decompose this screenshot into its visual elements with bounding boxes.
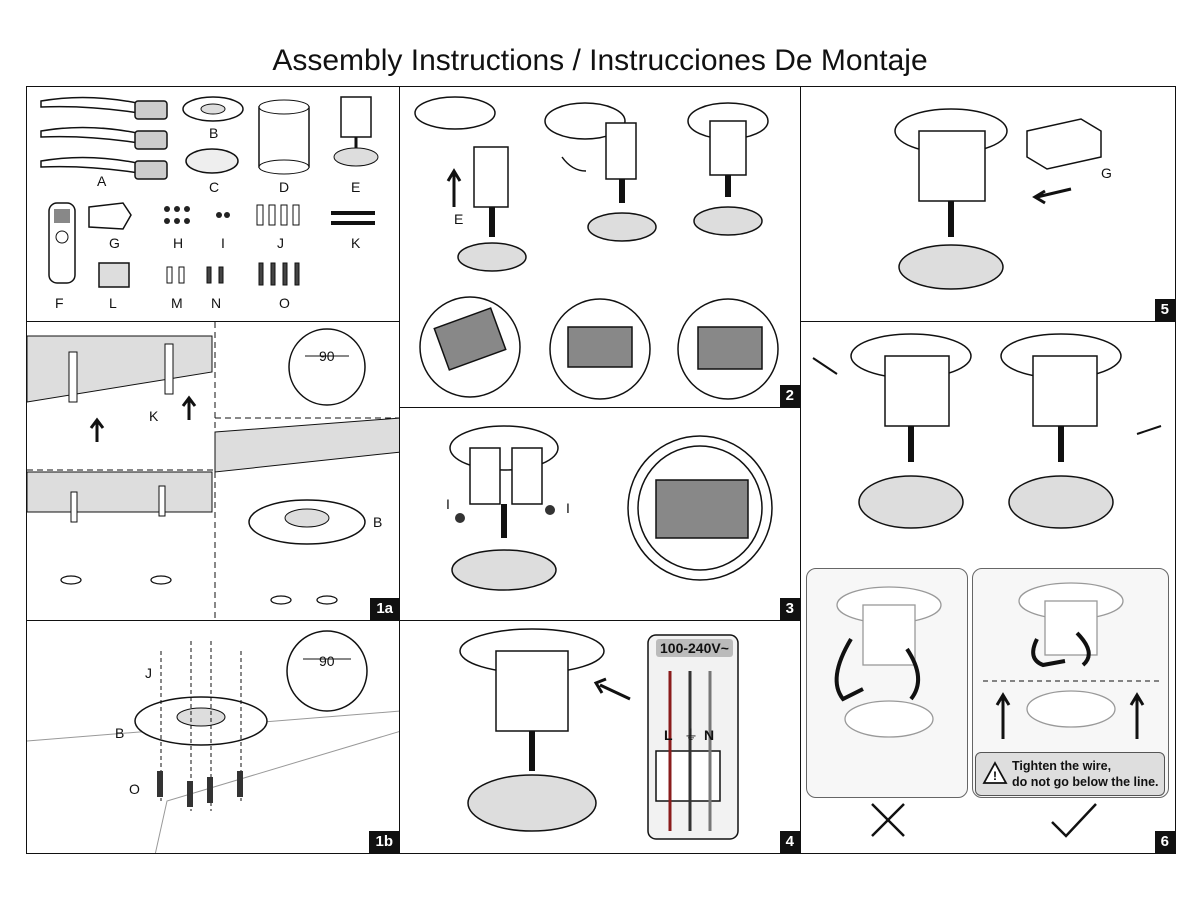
step-1a-label-k: K <box>149 408 159 424</box>
step-1b-panel: 90 J B O 1b <box>26 620 400 854</box>
parts-illustration <box>40 96 379 288</box>
step-5-label-g: G <box>1101 165 1112 181</box>
step-3-label-i-left: I <box>446 496 450 512</box>
step-1a-panel: 90 K B 1a <box>26 321 400 621</box>
step-5-panel: G 5 <box>800 86 1176 322</box>
part-label-k: K <box>351 235 361 251</box>
step-2-label-e: E <box>454 211 464 227</box>
correct-example-illustration <box>983 582 1159 739</box>
step-1a-illustration <box>27 322 399 620</box>
part-label-l: L <box>109 295 117 311</box>
step-2-illustration <box>414 96 779 400</box>
step-2-badge: 2 <box>779 385 800 407</box>
parts-panel: A B C D E F G H I J K L M N O <box>26 86 400 322</box>
ground-symbol-icon: ⏚ <box>684 727 698 743</box>
step-1b-badge: 1b <box>369 831 399 853</box>
step-3-panel: I I 3 <box>399 407 801 621</box>
part-label-d: D <box>279 179 290 195</box>
step-6-badge: 6 <box>1154 831 1175 853</box>
part-label-e: E <box>351 179 361 195</box>
step-5-illustration <box>894 108 1102 290</box>
warning-text: Tighten the wire, do not go below the li… <box>1012 758 1159 790</box>
warning-line-1: Tighten the wire, <box>1012 759 1112 773</box>
step-4-illustration <box>459 628 739 840</box>
step-1b-label-j: J <box>145 665 152 681</box>
step-2-panel: E 2 <box>399 86 801 408</box>
part-label-n: N <box>211 295 222 311</box>
step-1b-illustration <box>27 630 399 853</box>
step-1b-dimension: 90 <box>319 653 335 669</box>
part-label-m: M <box>171 295 183 311</box>
step-5-badge: 5 <box>1154 299 1175 321</box>
warning-line-2: do not go below the line. <box>1012 775 1159 789</box>
line-terminal-label: L <box>664 727 673 743</box>
step-1b-label-b: B <box>115 725 125 741</box>
warning-triangle-icon: ! <box>982 761 1008 784</box>
neutral-terminal-label: N <box>704 727 715 743</box>
part-label-o: O <box>279 295 290 311</box>
part-label-g: G <box>109 235 120 251</box>
cross-mark-icon <box>871 803 905 837</box>
supply-voltage-label: 100-240V~ <box>656 639 733 657</box>
step-1a-badge: 1a <box>370 598 399 620</box>
part-label-h: H <box>173 235 184 251</box>
part-label-b: B <box>209 125 219 141</box>
wrong-example-illustration <box>834 586 942 738</box>
step-1b-label-o: O <box>129 781 140 797</box>
check-mark-icon <box>1051 803 1097 838</box>
part-label-j: J <box>277 235 284 251</box>
part-label-i: I <box>221 235 225 251</box>
step-1a-label-b: B <box>373 514 383 530</box>
svg-text:!: ! <box>993 769 997 783</box>
part-label-a: A <box>97 173 107 189</box>
wire-warning-box: ! Tighten the wire, do not go below the … <box>975 752 1165 796</box>
step-4-panel: 100-240V~ L ⏚ N 4 <box>399 620 801 854</box>
step-1a-dimension: 90 <box>319 348 335 364</box>
step-4-badge: 4 <box>779 831 800 853</box>
step-6-illustration <box>812 333 1162 529</box>
wrong-example-box <box>806 568 968 798</box>
page-title: Assembly Instructions / Instrucciones De… <box>272 44 928 77</box>
step-3-label-i-right: I <box>566 500 570 516</box>
step-3-badge: 3 <box>779 598 800 620</box>
part-label-c: C <box>209 179 220 195</box>
step-3-illustration <box>449 425 773 591</box>
part-label-f: F <box>55 295 64 311</box>
